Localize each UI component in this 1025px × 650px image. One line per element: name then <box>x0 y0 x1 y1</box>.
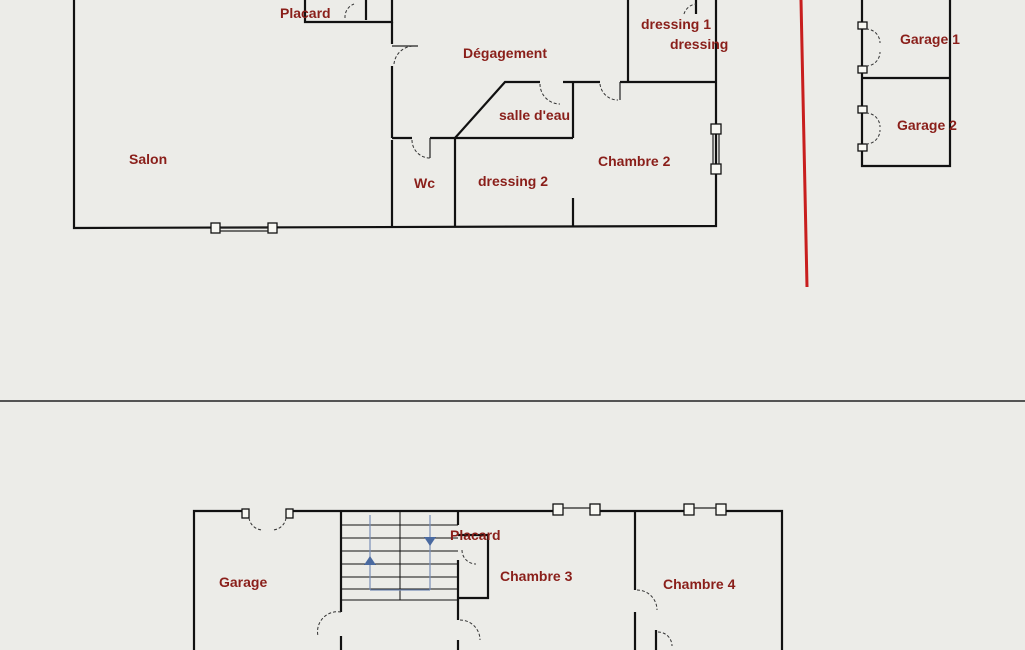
garage2-door-bottom <box>865 129 881 145</box>
label-placard: Placard <box>280 5 331 21</box>
window-salon-right <box>267 222 278 234</box>
label-dressing-2: dressing 2 <box>478 173 548 189</box>
label-salon: Salon <box>129 151 167 167</box>
window-chambre4-left <box>683 503 695 516</box>
window-chambre3-right <box>589 503 601 516</box>
label-wc: Wc <box>414 175 435 191</box>
staircase <box>341 511 458 601</box>
garage2-door-top <box>865 112 881 128</box>
label-salle-deau: salle d'eau <box>499 107 570 123</box>
window-chambre3-left <box>552 503 564 516</box>
placard-ground-walls <box>458 533 490 600</box>
window-salon-left <box>210 222 221 234</box>
garages-annex-plan: Garage 1 Garage 2 <box>857 0 960 168</box>
salle-deau-door <box>539 83 561 105</box>
garage-door-right <box>271 517 287 531</box>
window-chambre4-right <box>715 503 727 516</box>
ground-floor-plan: Garage Placard Chambre 3 Chambre 4 <box>192 503 784 650</box>
dressing1-door <box>683 3 697 15</box>
chambre3-door <box>459 619 481 641</box>
stair-down-arrow <box>424 537 436 546</box>
label-dressing-1: dressing 1 <box>641 16 711 32</box>
ground-outer-left <box>192 509 246 650</box>
ground-outer-right <box>726 509 784 650</box>
label-degagement: Dégagement <box>463 45 547 61</box>
label-placard-ground: Placard <box>450 527 501 543</box>
wc-door <box>411 139 431 159</box>
placard-ground-door <box>461 549 477 565</box>
garage1-door-bottom <box>865 51 881 67</box>
placard-door <box>344 3 355 19</box>
salle-deau-diagonal-wall <box>454 80 540 139</box>
stair-up-arrow <box>364 556 376 565</box>
label-chambre-4: Chambre 4 <box>663 576 736 592</box>
chambre4-closet-door <box>657 631 673 647</box>
garage-door-left <box>248 517 264 531</box>
garage1-door-top <box>865 28 881 44</box>
label-chambre-2: Chambre 2 <box>598 153 671 169</box>
chambre4-door <box>636 589 658 611</box>
top-outer-walls <box>72 0 718 230</box>
window-chambre2-bottom <box>710 163 722 175</box>
top-floor-plan: Placard Dégagement dressing 1 dressing S… <box>72 0 728 234</box>
placard-walls <box>303 0 394 24</box>
label-garage: Garage <box>219 574 267 590</box>
window-chambre2-top <box>710 123 722 135</box>
label-chambre-3: Chambre 3 <box>500 568 573 584</box>
red-margin-line <box>799 0 809 288</box>
chambre2-door <box>599 83 619 101</box>
annex-outer-walls <box>860 0 952 168</box>
label-garage-2: Garage 2 <box>897 117 957 133</box>
label-dressing-1-b: dressing <box>670 36 728 52</box>
label-garage-1: Garage 1 <box>900 31 960 47</box>
